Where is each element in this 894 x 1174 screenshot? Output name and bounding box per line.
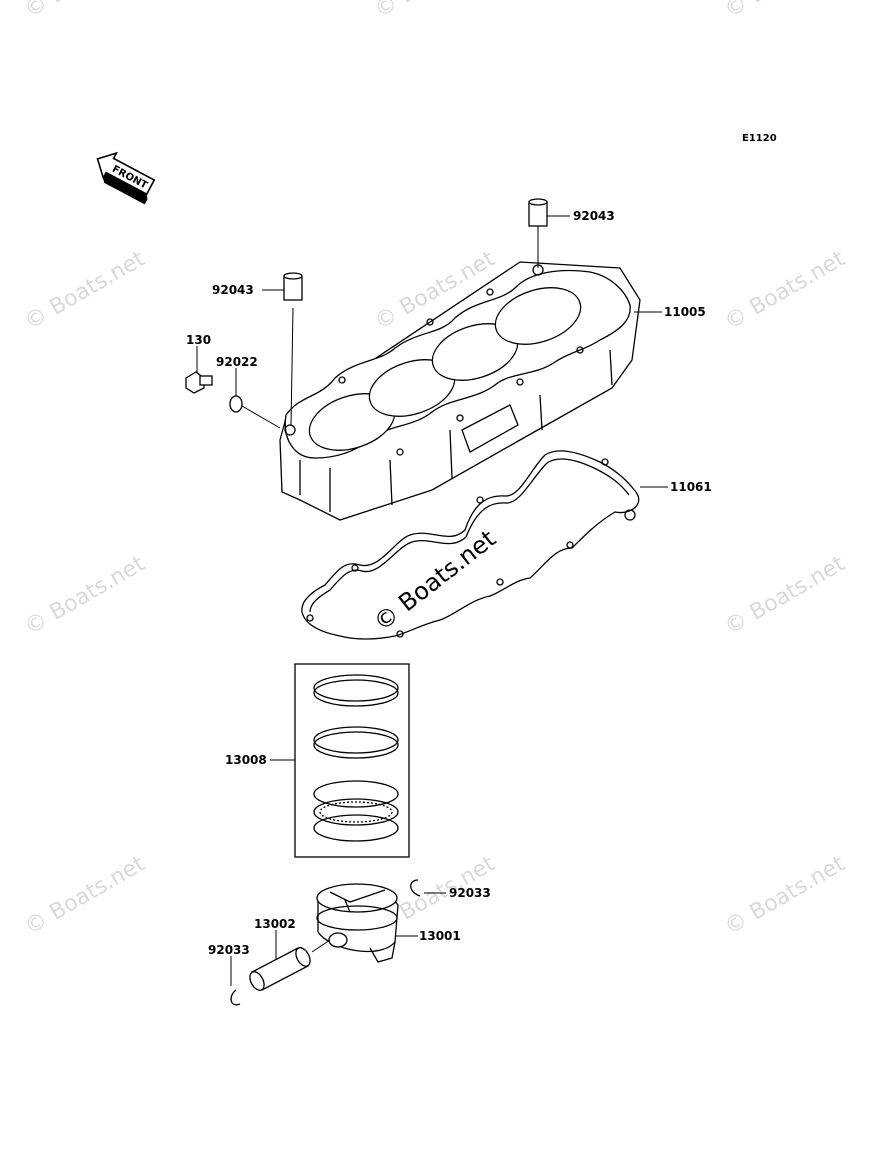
callout-92033-left: 92033	[208, 943, 250, 957]
callout-11061: 11061	[670, 480, 712, 494]
watermark: © Boats.net	[21, 0, 150, 23]
watermark: © Boats.net	[21, 246, 150, 335]
dowel-pin-top	[528, 198, 548, 227]
piston-ring-set	[294, 663, 410, 858]
callout-130: 130	[186, 333, 211, 347]
circlip-left	[230, 989, 241, 1006]
cylinder-block	[279, 261, 641, 521]
callout-11005: 11005	[664, 305, 706, 319]
piston	[316, 883, 399, 963]
watermark: © Boats.net	[721, 851, 850, 940]
drawing-code: E1120	[742, 133, 777, 144]
callout-92043-top: 92043	[573, 209, 615, 223]
center-watermark: © Boats.net	[368, 525, 501, 637]
watermark: © Boats.net	[721, 551, 850, 640]
piston-pin	[249, 947, 311, 991]
watermark: © Boats.net	[21, 851, 150, 940]
callout-13002: 13002	[254, 917, 296, 931]
circlip-right	[410, 879, 421, 897]
callout-92033-right: 92033	[449, 886, 491, 900]
bolt	[185, 371, 213, 394]
front-arrow-icon: FRONT	[96, 151, 156, 205]
callout-13001: 13001	[419, 929, 461, 943]
callout-92022: 92022	[216, 355, 258, 369]
washer	[229, 395, 243, 413]
watermark: © Boats.net	[721, 0, 850, 23]
cylinder-gasket	[301, 450, 640, 640]
callout-92043-left: 92043	[212, 283, 254, 297]
watermark: © Boats.net	[721, 246, 850, 335]
watermark: © Boats.net	[371, 0, 500, 23]
callout-13008: 13008	[225, 753, 267, 767]
watermark: © Boats.net	[21, 551, 150, 640]
dowel-pin-left	[283, 272, 303, 301]
